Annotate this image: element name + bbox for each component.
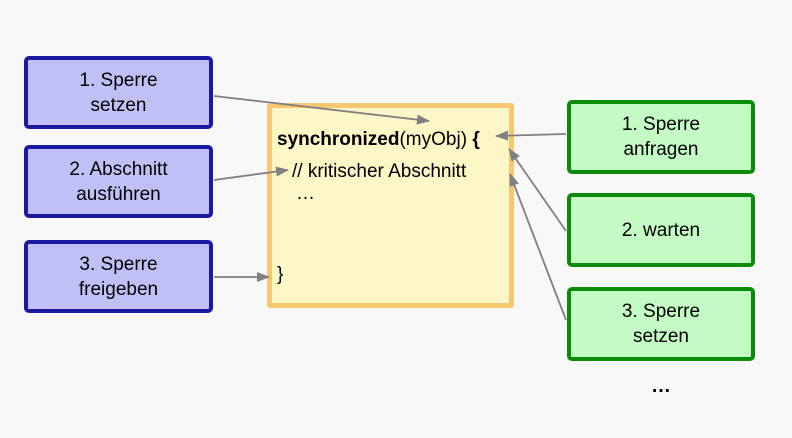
right-box-2-line-1: 2. warten (621, 219, 701, 241)
code-open-brace: { (472, 129, 480, 150)
left-box-sperre-freigeben: 3. Sperre freigeben (24, 240, 213, 313)
arrow-setzen-to-code (509, 173, 567, 321)
continuation-ellipsis: … (651, 375, 671, 397)
code-close-brace: } (277, 264, 284, 285)
right-box-sperre-setzen: 3. Sperre setzen (567, 287, 755, 361)
left-box-1-line-1: 1. Sperre (79, 69, 158, 91)
right-box-3-line-1: 3. Sperre (621, 301, 701, 322)
left-box-sperre-setzen: 1. Sperre setzen (24, 56, 213, 129)
code-line-comment: // kritischer Abschnitt (292, 161, 467, 182)
right-box-1-line-2: anfragen (623, 139, 699, 160)
arrow-warten-to-code (508, 148, 567, 232)
right-box-warten: 2. warten (567, 193, 755, 267)
right-box-sperre-anfragen: 1. Sperre anfragen (567, 100, 755, 174)
right-box-3-line-2: setzen (633, 326, 689, 347)
code-keyword: synchronized (277, 129, 400, 150)
left-box-2-line-2: ausführen (76, 183, 161, 205)
code-line-ellipsis: … (296, 183, 315, 204)
left-box-1-line-2: setzen (90, 94, 147, 116)
left-box-3-line-2: freigeben (78, 278, 159, 300)
left-box-2-line-1: 2. Abschnitt (69, 158, 168, 180)
code-line-synchronized: synchronized(myObj) { (277, 128, 480, 152)
code-call-args: (myObj) (399, 129, 473, 150)
left-box-3-line-1: 3. Sperre (79, 253, 158, 275)
right-box-1-line-1: 1. Sperre (621, 114, 701, 135)
left-box-abschnitt-ausfuehren: 2. Abschnitt ausführen (24, 145, 213, 218)
